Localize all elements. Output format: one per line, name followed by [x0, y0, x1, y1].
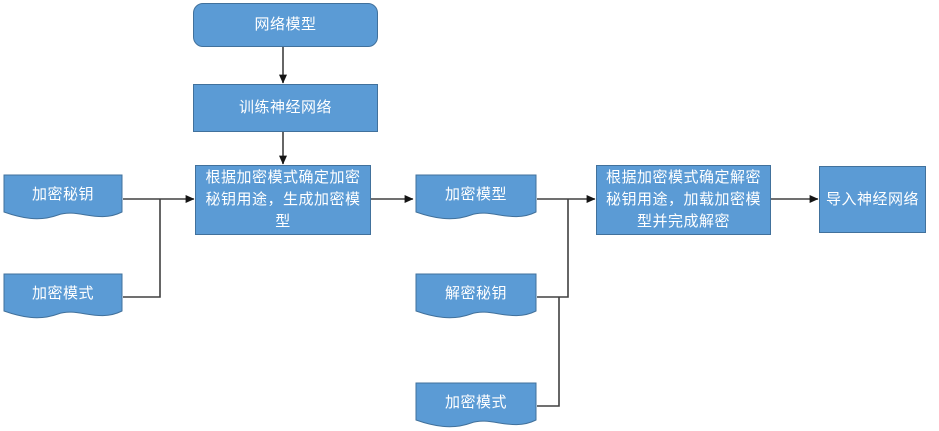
- node-decrypt-process[interactable]: 根据加密模式确定解密秘钥用途，加载加密模型并完成解密: [596, 165, 771, 235]
- node-encrypt-model[interactable]: 加密模型: [415, 174, 537, 224]
- document-shape: [415, 273, 537, 319]
- node-label: 根据加密模式确定加密秘钥用途，生成加密模型: [205, 168, 361, 230]
- node-label: 网络模型: [254, 15, 317, 34]
- node-label: 解密秘钥: [444, 284, 507, 303]
- node-encrypt-mode-2[interactable]: 加密模式: [415, 382, 537, 431]
- edge-decrypt-key-to-decrypt-process: [537, 199, 569, 298]
- node-label: 加密秘钥: [31, 185, 94, 204]
- node-label: 导入神经网络: [825, 189, 919, 208]
- node-decrypt-key[interactable]: 解密秘钥: [415, 273, 537, 323]
- document-shape: [3, 273, 123, 319]
- node-train-neural-network[interactable]: 训练神经网络: [193, 84, 378, 132]
- node-encrypt-mode[interactable]: 加密模式: [3, 273, 123, 323]
- node-encrypt-key[interactable]: 加密秘钥: [3, 174, 123, 224]
- node-label: 加密模式: [444, 393, 507, 412]
- edge-encrypt-mode-2-to-decrypt-process: [537, 297, 560, 407]
- node-label: 加密模型: [444, 185, 507, 204]
- document-shape: [415, 382, 537, 428]
- node-encrypt-process[interactable]: 根据加密模式确定加密秘钥用途，生成加密模型: [195, 165, 371, 235]
- node-network-model[interactable]: 网络模型: [193, 3, 378, 47]
- document-shape: [415, 174, 537, 220]
- node-label: 根据加密模式确定解密秘钥用途，加载加密模型并完成解密: [605, 168, 761, 230]
- node-label: 训练神经网络: [238, 98, 332, 117]
- node-label: 加密模式: [31, 284, 94, 303]
- edge-encrypt-mode-to-encrypt-process: [123, 199, 161, 298]
- node-import-neural-network[interactable]: 导入神经网络: [819, 166, 926, 233]
- document-shape: [3, 174, 123, 220]
